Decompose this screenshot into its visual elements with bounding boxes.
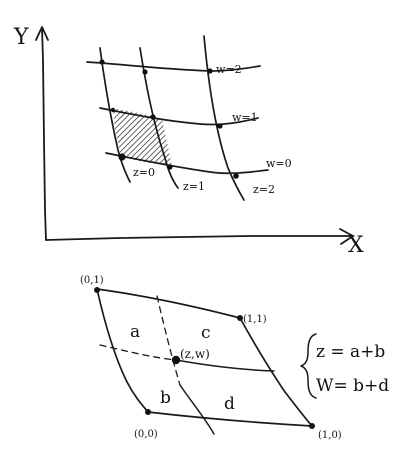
label-z2: z=2 [253, 183, 275, 196]
intersection-point [110, 107, 116, 113]
x-axis-label: X [348, 233, 364, 258]
corner-point-top-left [94, 287, 100, 293]
origin-point [118, 153, 126, 161]
label-w1: w=1 [232, 111, 258, 124]
patch-right-edge [239, 317, 313, 427]
intersection-point [233, 173, 239, 179]
curve-w1 [99, 107, 259, 126]
y-axis-arrowhead [35, 26, 49, 41]
point-label-zw: (z,w) [180, 347, 210, 361]
patch-top-edge [96, 288, 241, 319]
intersection-point [99, 59, 105, 65]
label-z0: z=0 [133, 166, 155, 179]
point-zw [171, 355, 181, 365]
solid-horizontal-line [175, 359, 275, 372]
curve-w0 [105, 152, 269, 175]
patch-left-edge [96, 288, 149, 413]
region-label-d: d [224, 394, 235, 414]
dashed-horizontal-line [99, 344, 177, 361]
label-z1: z=1 [183, 180, 205, 193]
top-figure: Y X w=2 w=1 w=0 z=0 z=1 z=2 [13, 25, 364, 258]
label-w2: w=2 [216, 63, 242, 76]
y-axis [41, 27, 47, 241]
shaded-cell [113, 108, 172, 166]
x-axis-arrowhead [339, 228, 354, 245]
corner-point-bottom-right [309, 423, 315, 429]
equation-w: W= b+d [316, 376, 389, 396]
intersection-point [150, 114, 156, 120]
corner-label-bottom-left: (0,0) [134, 429, 158, 440]
intersection-point [217, 123, 223, 129]
region-label-c: c [201, 323, 211, 343]
equation-z: z = a+b [316, 342, 385, 362]
region-label-b: b [160, 388, 171, 408]
curve-z1 [139, 47, 179, 189]
intersection-point [142, 69, 148, 75]
solid-vertical-line [179, 384, 215, 435]
corner-point-bottom-left [145, 409, 151, 415]
curve-z2 [203, 35, 245, 201]
intersection-point [167, 164, 173, 170]
bottom-figure: (0,1) (1,1) (0,0) (1,0) a b c d (z,w) z … [80, 275, 389, 441]
region-label-a: a [130, 322, 140, 342]
y-axis-label: Y [13, 25, 29, 50]
dashed-vertical-line [156, 295, 181, 386]
corner-label-top-left: (0,1) [80, 275, 104, 286]
curve-z0 [99, 47, 131, 183]
intersection-point [207, 68, 213, 74]
grid-intersection-points [99, 59, 239, 179]
equation-brace [300, 333, 317, 399]
curve-w2 [86, 61, 261, 72]
corner-label-top-right: (1,1) [243, 314, 267, 325]
patch-bottom-edge [147, 411, 313, 427]
corner-label-bottom-right: (1,0) [318, 430, 342, 441]
x-axis [45, 235, 353, 241]
corner-point-top-right [237, 315, 243, 321]
label-w0: w=0 [266, 157, 292, 170]
